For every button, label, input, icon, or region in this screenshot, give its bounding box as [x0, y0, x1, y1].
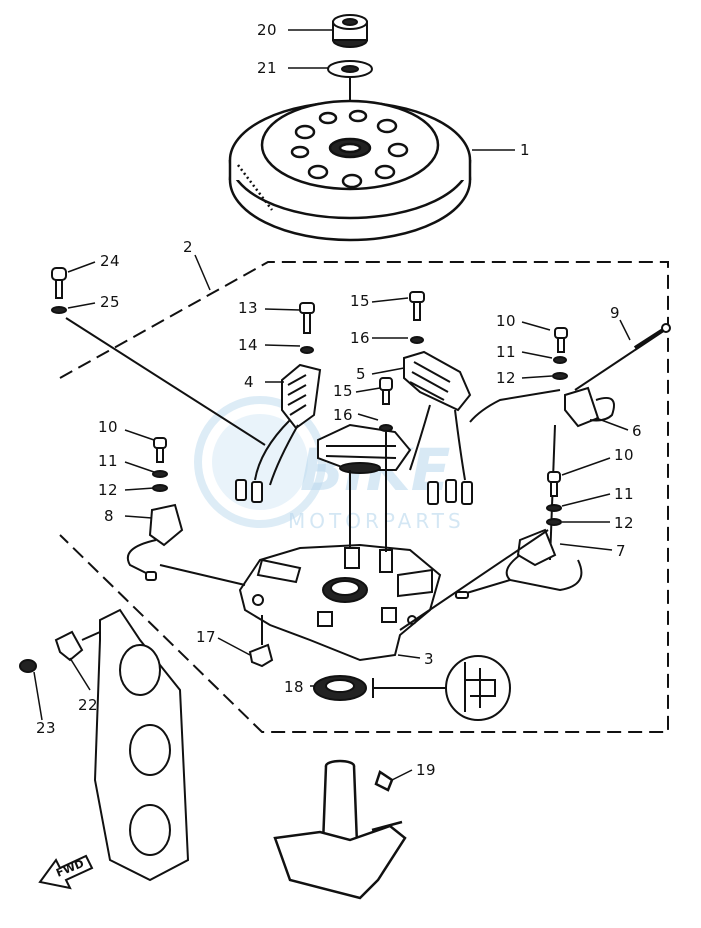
- seal-detail-view: [372, 655, 511, 721]
- callout-15-top: 15: [350, 292, 370, 310]
- callout-8: 8: [104, 507, 114, 525]
- clamp: [248, 615, 274, 668]
- callout-16-top: 16: [350, 329, 370, 347]
- callout-17: 17: [196, 628, 216, 646]
- callout-3: 3: [424, 650, 434, 668]
- callout-20: 20: [257, 21, 277, 39]
- leader-lines: [33, 29, 631, 781]
- flywheel-washer: [327, 60, 373, 78]
- assembly-boundary: [59, 261, 669, 733]
- charge-coil: [317, 291, 473, 552]
- screw-24: [51, 267, 266, 446]
- callout-22: 22: [78, 696, 98, 714]
- callout-10-left: 10: [98, 418, 118, 436]
- callout-4: 4: [244, 373, 254, 391]
- callout-11-left: 11: [98, 452, 118, 470]
- callout-6: 6: [632, 422, 642, 440]
- callout-12-right: 12: [614, 514, 634, 532]
- callout-14: 14: [238, 336, 258, 354]
- callout-16-mid: 16: [333, 406, 353, 424]
- callout-25: 25: [100, 293, 120, 311]
- callout-12-left: 12: [98, 481, 118, 499]
- pulser-coil: [235, 302, 322, 503]
- callout-13: 13: [238, 299, 258, 317]
- callout-12-top: 12: [496, 369, 516, 387]
- callout-10-right: 10: [614, 446, 634, 464]
- callout-10-top: 10: [496, 312, 516, 330]
- crankshaft: [273, 759, 407, 900]
- callout-23: 23: [36, 719, 56, 737]
- watermark-sub-text: MOTORPARTS: [288, 509, 465, 533]
- flywheel-nut: [332, 14, 368, 48]
- oil-seal: [313, 675, 367, 701]
- callout-numbers: 20 21 1 2 24 25 13 14 4 15 16 5 15 16 10…: [36, 21, 642, 779]
- stator-base-plate: [238, 543, 442, 662]
- callout-11-top: 11: [496, 343, 516, 361]
- callout-5: 5: [356, 365, 366, 383]
- callout-15-mid: 15: [333, 382, 353, 400]
- callout-7: 7: [616, 542, 626, 560]
- callout-9: 9: [610, 304, 620, 322]
- callout-11-right: 11: [614, 485, 634, 503]
- callout-18: 18: [284, 678, 304, 696]
- crankcase-gasket: [19, 608, 190, 882]
- callout-19: 19: [416, 761, 436, 779]
- forward-arrow: FWD: [38, 854, 94, 890]
- lighting-coil-right: [399, 471, 583, 631]
- callout-2: 2: [183, 238, 193, 256]
- callout-21: 21: [257, 59, 277, 77]
- flywheel: [228, 99, 472, 242]
- callout-1: 1: [520, 141, 530, 159]
- callout-24: 24: [100, 252, 120, 270]
- ignition-coil: [469, 323, 671, 561]
